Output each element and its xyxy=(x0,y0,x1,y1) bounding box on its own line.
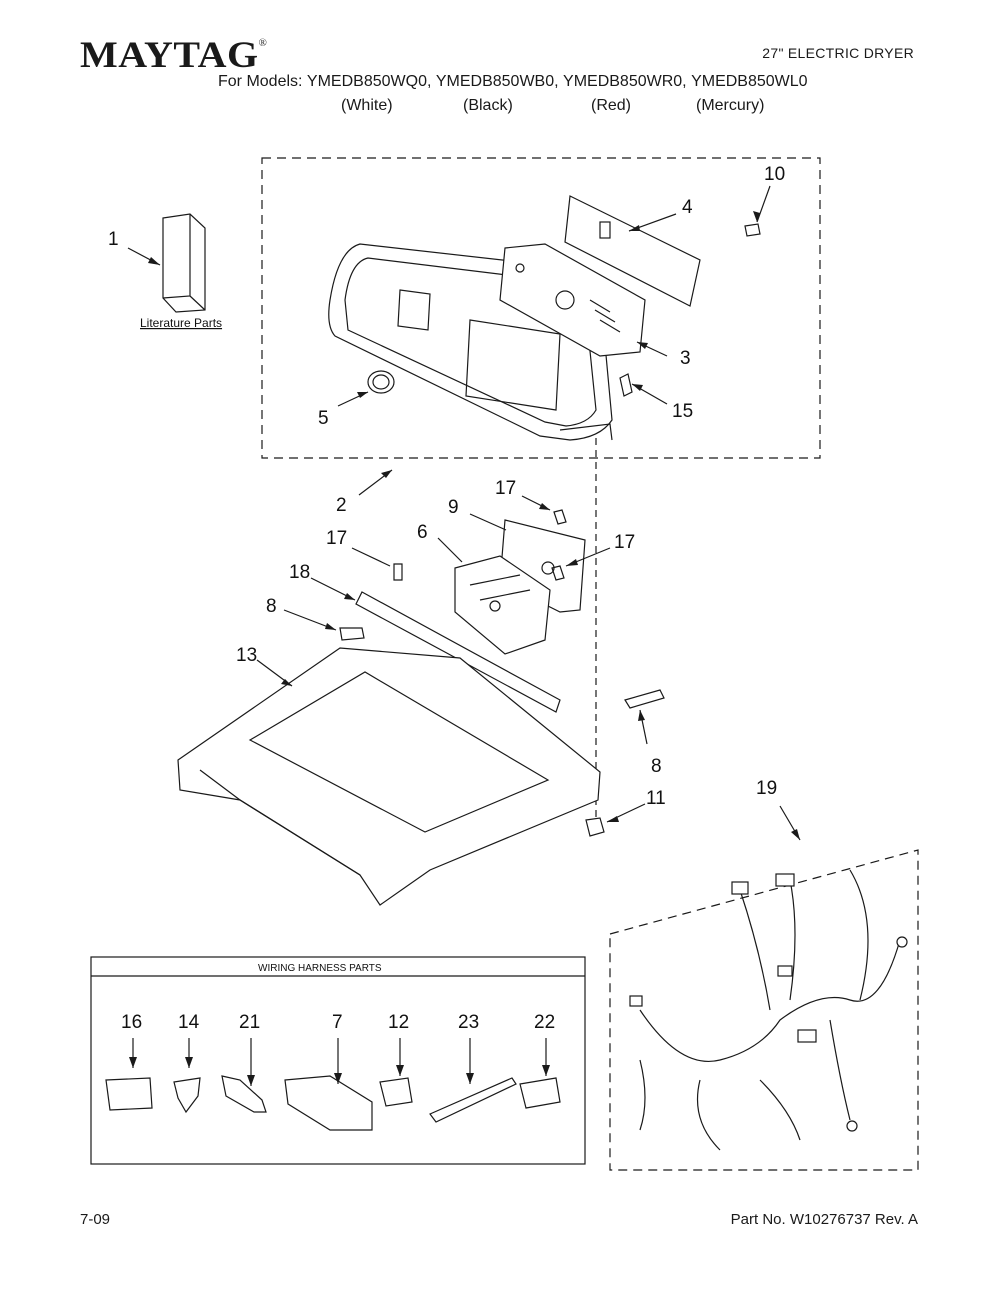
model-code: YMEDB850WQ0, xyxy=(306,73,432,90)
harness-callout: 7 xyxy=(332,1012,343,1033)
model-color: (Red) xyxy=(591,97,632,114)
wiring-harness-parts-title: WIRING HARNESS PARTS xyxy=(258,963,382,974)
foot-illustration xyxy=(585,817,605,837)
machine-control-illustration xyxy=(454,555,551,655)
callout-11: 11 xyxy=(646,788,666,809)
callout-8: 8 xyxy=(266,596,277,617)
model-color: (Black) xyxy=(463,97,513,114)
callout-10: 10 xyxy=(764,164,785,185)
brand-logo: MAYTAG® xyxy=(80,34,267,77)
registered-mark: ® xyxy=(258,38,268,49)
footer-part-number: Part No. W10276737 Rev. A xyxy=(730,1211,918,1228)
callout-3: 3 xyxy=(680,348,691,369)
wiring-harness-illustration xyxy=(629,869,908,1151)
clip-illustration xyxy=(339,627,365,641)
callout-1: 1 xyxy=(108,229,119,250)
model-code: YMEDB850WL0 xyxy=(691,73,808,90)
wiring-harness-parts-box xyxy=(90,956,586,1165)
leader-arrowheads xyxy=(129,211,800,1086)
harness-part-illustration xyxy=(105,1075,561,1131)
product-title: 27" ELECTRIC DRYER xyxy=(762,45,914,61)
callout-5: 5 xyxy=(318,408,329,429)
wiring-harness-group-box xyxy=(609,849,919,1171)
user-interface-illustration xyxy=(499,243,646,357)
harness-callout: 12 xyxy=(388,1012,409,1033)
models-line: For Models: YMEDB850WQ0, YMEDB850WB0, YM… xyxy=(218,73,808,91)
callout-17: 17 xyxy=(614,532,635,553)
control-board-illustration xyxy=(564,195,701,307)
model-color: (White) xyxy=(341,97,393,114)
harness-callout: 14 xyxy=(178,1012,200,1033)
harness-callout: 22 xyxy=(534,1012,555,1033)
model-color: (Mercury) xyxy=(696,97,765,114)
callout-8: 8 xyxy=(651,756,662,777)
callout-13: 13 xyxy=(236,645,257,666)
knob-illustration xyxy=(367,370,395,394)
brand-name: MAYTAG xyxy=(80,35,259,76)
callout-4: 4 xyxy=(682,197,693,218)
clip-illustration xyxy=(624,689,665,709)
literature-parts-label: Literature Parts xyxy=(140,316,222,330)
models-prefix: For Models: xyxy=(218,73,303,90)
harness-callout: 16 xyxy=(121,1012,142,1033)
callout-2: 2 xyxy=(336,495,347,516)
callout-19: 19 xyxy=(756,778,777,799)
harness-strip-illustration xyxy=(355,591,561,713)
callout-6: 6 xyxy=(417,522,428,543)
callout-9: 9 xyxy=(448,497,459,518)
screw-illustration xyxy=(393,509,567,581)
callout-15: 15 xyxy=(672,401,693,422)
harness-callout: 23 xyxy=(458,1012,479,1033)
literature-booklet-illustration xyxy=(162,213,206,313)
footer-date: 7-09 xyxy=(80,1211,111,1228)
harness-callout: 21 xyxy=(239,1012,260,1033)
callout-17: 17 xyxy=(326,528,347,549)
model-code: YMEDB850WR0, xyxy=(563,73,687,90)
screw-illustration xyxy=(619,223,761,397)
top-panel-illustration xyxy=(177,647,601,906)
callout-18: 18 xyxy=(289,562,310,583)
model-code: YMEDB850WB0, xyxy=(435,73,559,90)
console-assembly-group-box xyxy=(261,157,821,459)
callout-17: 17 xyxy=(495,478,516,499)
